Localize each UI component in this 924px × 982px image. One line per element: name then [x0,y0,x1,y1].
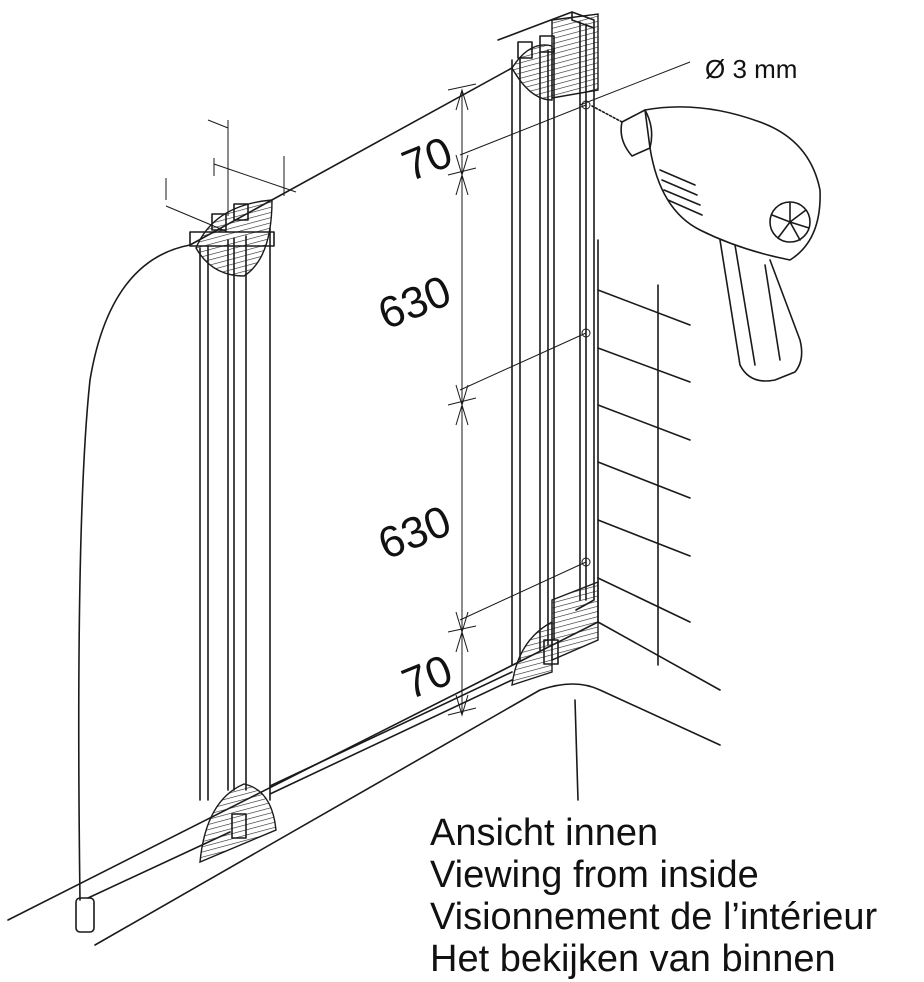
caption-line-de: Ansicht innen [430,812,659,854]
dimension-bottom: 70 [395,646,459,710]
dimension-top: 70 [395,128,459,192]
wall-tiles [597,239,691,666]
dimension-upper: 630 [371,266,457,339]
caption-line-fr: Visionnement de l’intérieur [430,896,878,938]
wall-profile [459,11,599,662]
dimension-lower: 630 [371,496,457,569]
right-panel [511,35,559,687]
width-dimensions [165,119,297,233]
caption-line-nl: Het bekijken van binnen [430,938,836,980]
vertical-dimension-chain [447,83,477,717]
caption: Ansicht innen Viewing from inside Vision… [430,812,877,980]
drill-icon [579,61,821,382]
drill-diameter-label: Ø 3 mm [705,54,797,84]
left-hinge-profile [75,199,277,933]
caption-line-en: Viewing from inside [430,854,759,896]
